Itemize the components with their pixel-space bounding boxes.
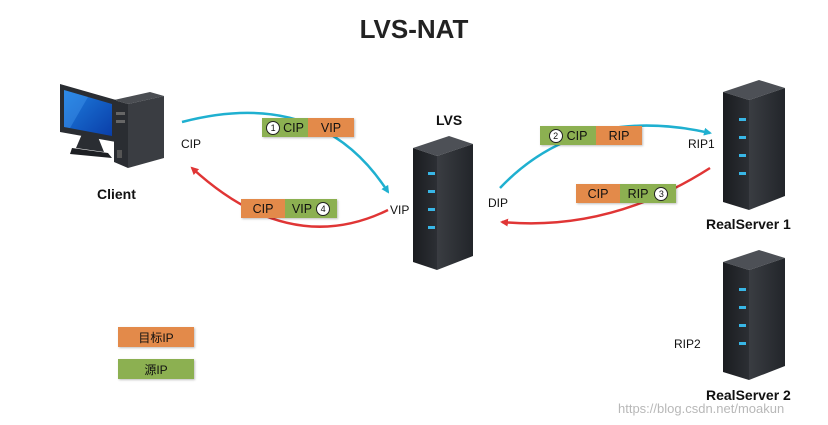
packet-3-destination: CIP (587, 186, 609, 201)
packet-2-destination: RIP (608, 128, 630, 143)
response-arrow-realserver-to-lvs (500, 166, 711, 227)
packet-2-badge: 2 CIP RIP (540, 126, 642, 145)
realserver2-server-icon (723, 250, 785, 380)
client-computer-icon (60, 84, 164, 168)
packet-2-step-number: 2 (548, 128, 563, 143)
packet-3-badge: CIP RIP 3 (576, 184, 676, 203)
realserver2-label: RealServer 2 (706, 387, 791, 403)
dip-port-label: DIP (488, 196, 509, 210)
legend-source-label: 源IP (144, 362, 168, 377)
legend-source-ip: 源IP (118, 359, 194, 379)
lvs-label: LVS (436, 112, 463, 128)
legend-destination-label: 目标IP (138, 330, 174, 345)
packet-4-badge: CIP VIP 4 (241, 199, 337, 218)
vip-port-label: VIP (390, 203, 410, 217)
packet-1-step-number: 1 (266, 120, 281, 135)
packet-1-destination: VIP (320, 120, 342, 135)
packet-4-source: VIP (291, 201, 313, 216)
packet-1-source: CIP (283, 120, 304, 135)
legend-destination-ip: 目标IP (118, 327, 194, 347)
packet-4-destination: CIP (252, 201, 274, 216)
rip2-port-label: RIP2 (674, 337, 701, 351)
realserver1-server-icon (723, 80, 785, 210)
packet-4-step-number: 4 (316, 201, 331, 216)
watermark: https://blog.csdn.net/moakun (618, 401, 785, 416)
client-label: Client (97, 186, 136, 202)
packet-2-source: CIP (566, 128, 588, 143)
lvs-server-icon (413, 136, 473, 270)
realserver1-label: RealServer 1 (706, 216, 791, 232)
cip-port-label: CIP (181, 137, 202, 151)
response-arrow-lvs-to-client (190, 166, 389, 228)
diagram-title: LVS-NAT (359, 14, 469, 44)
packet-3-source: RIP (627, 186, 649, 201)
packet-1-badge: 1 CIP VIP (262, 118, 354, 137)
packet-3-step-number: 3 (654, 186, 669, 201)
rip1-port-label: RIP1 (688, 137, 715, 151)
